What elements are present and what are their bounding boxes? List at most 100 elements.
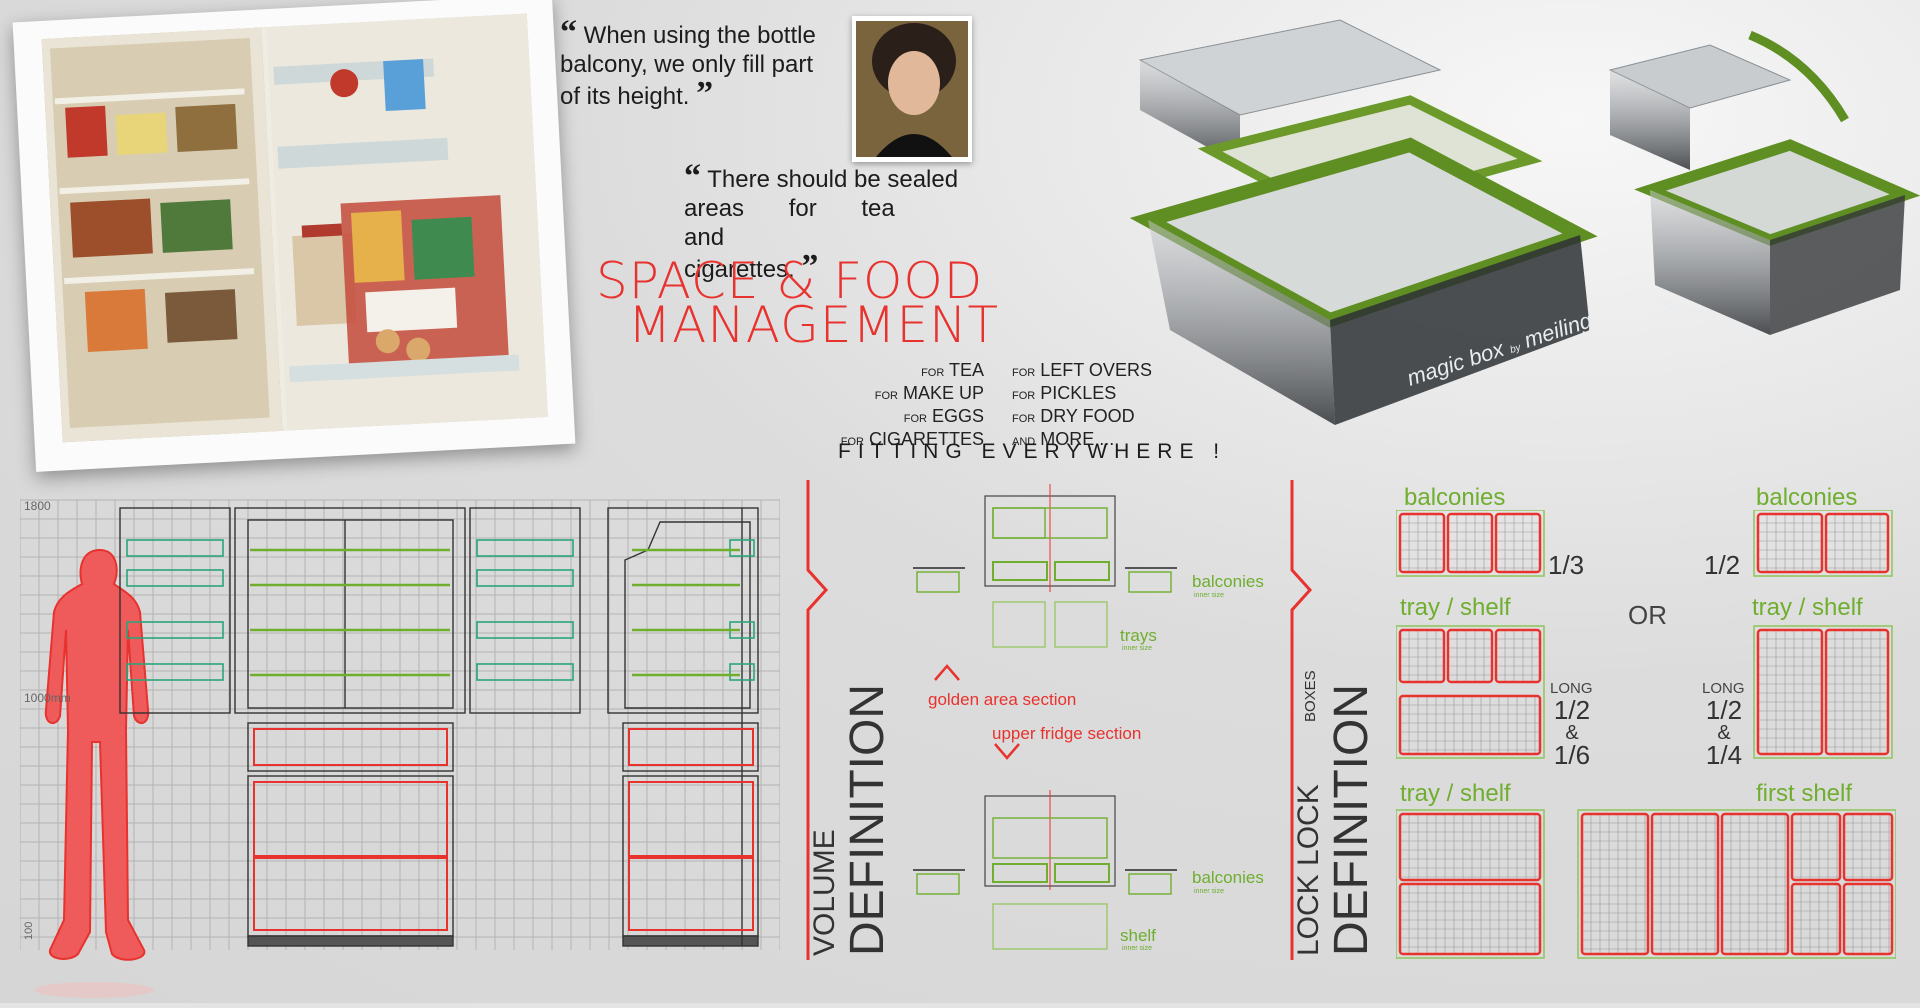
lock-box xyxy=(1398,882,1542,956)
golden-area-label: golden area section xyxy=(928,690,1077,709)
fitting-everywhere-slogan: FITTING EVERYWHERE ! xyxy=(838,440,1227,463)
lock-box xyxy=(1398,812,1542,882)
lock-box xyxy=(1824,628,1890,756)
portrait-illustration xyxy=(856,21,968,157)
shelf-label: shelf xyxy=(1120,926,1156,945)
lock-box xyxy=(1650,812,1720,956)
section-divider-boxes xyxy=(1290,480,1313,960)
lock-box xyxy=(1580,812,1650,956)
page-title-line2: MANAGEMENT xyxy=(628,296,1000,354)
arrow-up-icon xyxy=(934,664,960,681)
long-word: LONG xyxy=(1702,680,1745,697)
box-area-frame xyxy=(1396,809,1545,959)
fridge-photo xyxy=(12,0,576,472)
use-item: FOR PICKLES xyxy=(1012,383,1117,403)
fridge-interior-illustration xyxy=(41,13,548,443)
lock-box xyxy=(1720,812,1790,956)
balconies-heading-left: balconies xyxy=(1404,484,1506,511)
fridge-volume-grid: 1800 1000mm 100 xyxy=(19,480,781,1003)
tray-shelf-heading-3: tray / shelf xyxy=(1400,780,1511,807)
lock-box xyxy=(1790,812,1842,882)
use-item: AND MORE ... xyxy=(1012,429,1115,449)
lock-box xyxy=(1446,512,1494,574)
human-scale-figure xyxy=(44,548,150,961)
lock-box xyxy=(1842,882,1894,956)
door-balcony-outlines xyxy=(126,539,574,681)
inner-size-note: inner size xyxy=(1122,645,1152,652)
quote-sealed-areas: “ There should be sealed areas for tea a… xyxy=(684,160,974,285)
long-label-a: LONG 1/2 & 1/6 xyxy=(1550,680,1594,769)
balconies-label-bottom: balconies xyxy=(1192,868,1264,887)
trays-label: trays xyxy=(1120,626,1157,645)
lock-box xyxy=(1756,628,1824,756)
use-item: FOR TEA xyxy=(921,360,984,380)
product-render: magic box by meiling magic box by meilin… xyxy=(1110,0,1920,470)
use-item: FOR CIGARETTES xyxy=(840,429,984,449)
height-label-1000: 1000mm xyxy=(24,691,71,705)
fraction-one-half: 1/2 xyxy=(1704,550,1741,580)
balconies-label-top: balconies xyxy=(1192,572,1264,591)
lock-box xyxy=(1494,628,1542,684)
inner-size-note: inner size xyxy=(1194,888,1224,895)
or-label: OR xyxy=(1628,600,1667,630)
open-quote-icon: “ xyxy=(560,14,577,51)
inner-size-note: inner size xyxy=(1194,592,1224,599)
magic-box-containers-illustration: magic box by meiling magic box by meilin… xyxy=(1129,19,1920,425)
tray-shelf-heading-2: tray / shelf xyxy=(1752,594,1863,621)
shelf-lines xyxy=(250,548,450,677)
ampersand: & xyxy=(1565,722,1579,744)
lock-box xyxy=(1446,628,1494,684)
ampersand: & xyxy=(1717,722,1731,744)
interviewee-portrait xyxy=(852,16,972,162)
box-layout-grids xyxy=(1396,510,1896,959)
section-divider-volume xyxy=(806,480,829,960)
box-area-frame xyxy=(1577,809,1896,959)
quote-line: areas for tea and xyxy=(684,195,895,251)
height-label-100: 100 xyxy=(23,922,35,940)
volume-section-diagram xyxy=(905,480,1195,960)
open-quote-icon: “ xyxy=(684,158,701,195)
lock-box xyxy=(1398,694,1542,756)
arrow-down-icon xyxy=(994,743,1020,760)
volume-title-big: DEFINITION xyxy=(841,684,894,956)
balconies-heading-right: balconies xyxy=(1756,484,1858,511)
fraction: 1/6 xyxy=(1553,740,1591,770)
box-area-frame xyxy=(1753,510,1893,577)
lock-box xyxy=(1494,512,1542,574)
height-label-1800: 1800 xyxy=(24,499,51,513)
upper-fridge-label: upper fridge section xyxy=(992,724,1142,743)
boxes-title-small: LOCK LOCK xyxy=(1292,784,1325,956)
lock-box xyxy=(1790,882,1842,956)
close-quote-icon: ” xyxy=(696,75,714,112)
quote-line: cigarettes. xyxy=(684,256,795,283)
section-views-drawing xyxy=(913,484,1177,950)
lock-box xyxy=(1824,512,1890,574)
lock-box xyxy=(1756,512,1824,574)
page-title-line1: SPACE & FOOD xyxy=(596,252,984,310)
uses-left-column: FOR TEA FOR MAKE UP FOR EGGS FOR CIGARET… xyxy=(820,360,984,452)
drawer-outlines xyxy=(253,728,448,931)
use-item: FOR EGGS xyxy=(903,406,984,426)
uses-right-column: FOR LEFT OVERS FOR PICKLES FOR DRY FOOD … xyxy=(1012,360,1182,452)
lock-box xyxy=(1398,628,1446,684)
fridge-front-view xyxy=(119,507,581,947)
figure-reflection xyxy=(34,982,154,998)
fraction: 1/4 xyxy=(1705,740,1743,770)
inner-size-note: inner size xyxy=(1122,945,1152,952)
box-area-frame xyxy=(1396,510,1545,577)
quote-bottle-balcony: “ When using the bottle balcony, we only… xyxy=(560,16,850,112)
box-area-frame xyxy=(1753,625,1893,759)
long-label-b: LONG 1/2 & 1/4 xyxy=(1702,680,1746,769)
boxes-title-big: DEFINITION xyxy=(1325,684,1378,956)
close-quote-icon: ” xyxy=(801,248,819,285)
quote-line: of its height. xyxy=(560,83,690,110)
use-item: FOR LEFT OVERS xyxy=(1012,360,1152,380)
fraction-one-third: 1/3 xyxy=(1548,550,1585,580)
tray-shelf-heading-1: tray / shelf xyxy=(1400,594,1511,621)
fraction: 1/2 xyxy=(1705,695,1743,725)
fraction: 1/2 xyxy=(1553,695,1591,725)
box-area-frame xyxy=(1396,625,1545,759)
quote-line: There should be sealed xyxy=(707,166,959,193)
long-word: LONG xyxy=(1550,680,1593,697)
quote-line: balcony, we only fill part xyxy=(560,51,814,78)
